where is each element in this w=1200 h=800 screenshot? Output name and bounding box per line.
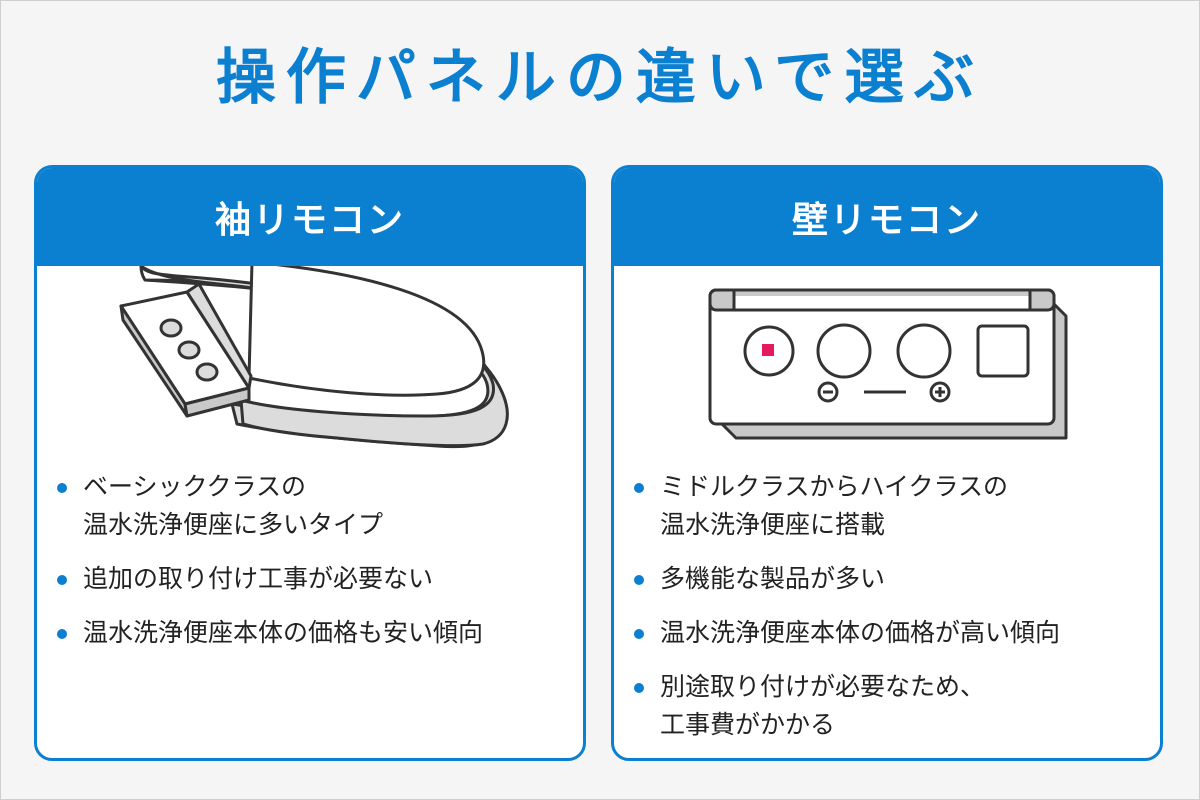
list-item: ベーシッククラスの 温水洗浄便座に多いタイプ [55,468,575,544]
list-item: 別途取り付けが必要なため、 工事費がかかる [632,668,1152,744]
list-item: 温水洗浄便座本体の価格が高い傾向 [632,614,1152,652]
wall-remote-control-icon [708,288,1068,440]
toilet-seat-side-remote-icon [119,266,583,466]
bullet-icon [57,629,67,639]
card-header: 壁リモコン [614,168,1160,266]
list-item: 温水洗浄便座本体の価格も安い傾向 [55,614,575,652]
bullet-icon [634,629,644,639]
bullet-icon [634,575,644,585]
card-wall-remote: 壁リモコン ミドルクラスからハイクラスの 温水洗浄便座に搭載 多機能な製品が多い… [611,165,1163,761]
feature-list: ベーシッククラスの 温水洗浄便座に多いタイプ 追加の取り付け工事が必要ない 温水… [55,468,575,668]
list-item: 多機能な製品が多い [632,560,1152,598]
bullet-icon [634,683,644,693]
list-item: 追加の取り付け工事が必要ない [55,560,575,598]
bullet-icon [57,483,67,493]
list-item: ミドルクラスからハイクラスの 温水洗浄便座に搭載 [632,468,1152,544]
bullet-icon [57,575,67,585]
feature-list: ミドルクラスからハイクラスの 温水洗浄便座に搭載 多機能な製品が多い 温水洗浄便… [632,468,1152,758]
card-side-remote: 袖リモコン ベーシッククラスの 温水洗浄便座に多いタイプ 追加の取り付け工事が必… [34,165,586,761]
bullet-icon [634,483,644,493]
card-header: 袖リモコン [37,168,583,266]
page-title: 操作パネルの違いで選ぶ [215,43,985,113]
